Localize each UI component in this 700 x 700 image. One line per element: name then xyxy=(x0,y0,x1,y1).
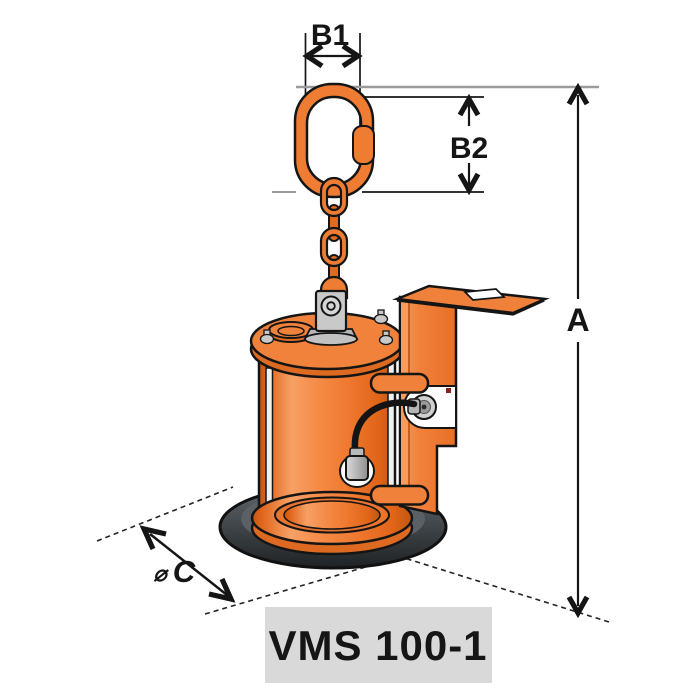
b1-arrowhead-right xyxy=(341,43,363,69)
c-label: C xyxy=(173,554,196,589)
connector-pin xyxy=(421,404,427,410)
floor-line-right xyxy=(397,555,610,623)
dimension-c: ⌀ C xyxy=(139,525,236,603)
model-label-box: VMS 100-1 xyxy=(265,607,492,683)
dimension-b1: B1 xyxy=(302,19,363,69)
dimension-a: A xyxy=(566,82,590,619)
b2-arrowhead-up xyxy=(457,93,481,117)
b2-label: B2 xyxy=(450,132,488,165)
lid-bolts xyxy=(259,309,394,346)
filler-cap-inner xyxy=(277,325,305,337)
bolt-head xyxy=(373,313,389,325)
model-label-background xyxy=(265,607,492,683)
guide-rod-left xyxy=(265,367,274,506)
a-arrowhead-up xyxy=(566,82,590,106)
a-arrowhead-down xyxy=(566,595,590,619)
b2-arrowhead-down xyxy=(457,172,481,196)
bracket-flange-edge xyxy=(396,298,545,316)
c-arrow-shaft xyxy=(149,533,228,596)
ring-sleeve xyxy=(352,125,375,165)
cylinder-base xyxy=(283,500,381,530)
bolt-head xyxy=(259,333,275,345)
b1-arrowhead-left xyxy=(302,43,324,69)
vacuum-lifter-device xyxy=(218,82,550,570)
indicator-dot xyxy=(446,388,451,393)
c-arrowhead-upper xyxy=(139,525,167,551)
c-arrowhead-lower xyxy=(208,577,236,603)
rod-clamp-lower xyxy=(369,484,430,506)
sensor-plug xyxy=(345,455,369,481)
model-label-text: VMS 100-1 xyxy=(268,622,487,669)
a-label: A xyxy=(566,302,589,338)
bracket-flange-cutout xyxy=(463,288,506,301)
swivel-base xyxy=(304,332,358,346)
bolt-head xyxy=(378,334,394,346)
swivel-pin xyxy=(320,295,342,317)
swivel-attachment xyxy=(303,289,359,346)
chain-link-front xyxy=(319,176,349,218)
floor-line-upper-left xyxy=(96,486,234,542)
chain-link-front xyxy=(319,226,349,268)
c-diameter-symbol: ⌀ xyxy=(153,561,169,586)
dimension-b2: B2 xyxy=(450,93,488,196)
swivel-pin-center xyxy=(326,301,336,311)
b1-label: B1 xyxy=(311,19,349,52)
rod-clamp-upper xyxy=(369,372,430,394)
